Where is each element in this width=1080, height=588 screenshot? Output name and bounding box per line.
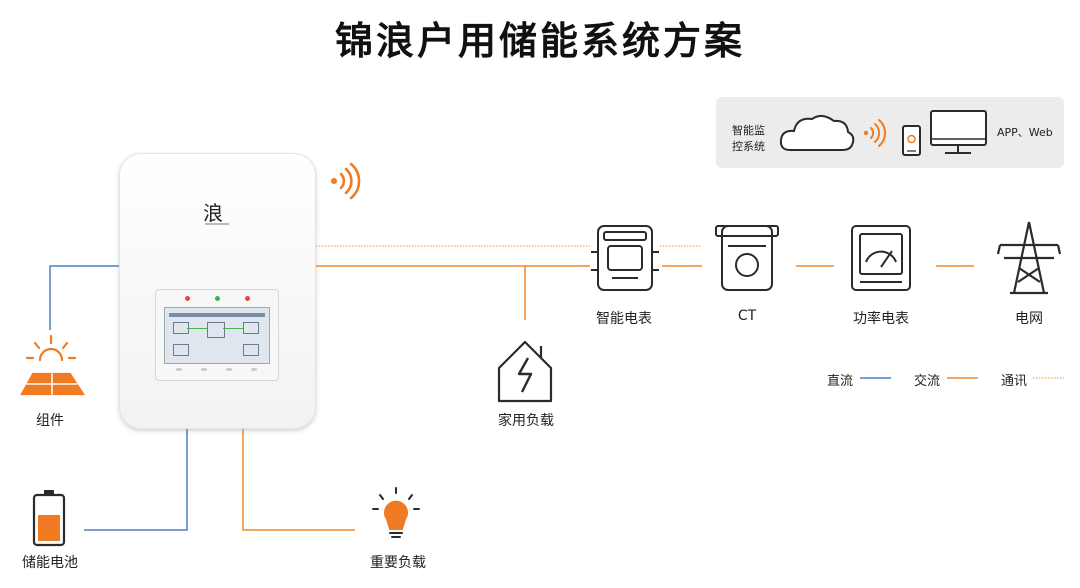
dc-line-pv bbox=[49, 265, 119, 330]
ac-line-backup-load bbox=[242, 429, 355, 531]
app-web-label: APP、Web bbox=[997, 126, 1053, 139]
smart-meter-icon bbox=[591, 225, 659, 291]
dc-line-battery bbox=[84, 429, 188, 531]
wifi-signal-icon bbox=[863, 119, 886, 147]
cloud-icon bbox=[779, 115, 855, 151]
power-meter-label: 功率电表 bbox=[853, 311, 909, 327]
wifi-signal-icon bbox=[331, 162, 361, 200]
hybrid-inverter: 浪 bbox=[119, 153, 316, 429]
ct-sensor-icon bbox=[715, 225, 779, 291]
grid-label: 电网 bbox=[1015, 311, 1043, 327]
brand-subtext-line bbox=[205, 223, 229, 225]
home-load-label: 家用负载 bbox=[498, 413, 554, 429]
pv-label: 组件 bbox=[36, 413, 64, 429]
legend-ac-label: 交流 bbox=[914, 374, 941, 389]
legend-dc-label: 直流 bbox=[827, 374, 854, 389]
light-bulb-icon bbox=[372, 487, 420, 538]
pv-module-icon bbox=[20, 334, 86, 396]
backup-load-label: 重要负载 bbox=[370, 555, 426, 571]
inverter-screen bbox=[155, 289, 279, 381]
lcd-display bbox=[164, 307, 270, 364]
legend-comm-label: 通讯 bbox=[1001, 374, 1028, 389]
status-led-red-2 bbox=[245, 296, 250, 301]
battery-icon bbox=[32, 490, 66, 547]
brand-logo: 浪 bbox=[203, 201, 223, 225]
monitoring-label-line2: 控系统 bbox=[732, 140, 765, 153]
status-led-red bbox=[185, 296, 190, 301]
power-meter-icon bbox=[851, 225, 911, 291]
battery-label: 储能电池 bbox=[22, 555, 78, 571]
smartphone-icon bbox=[902, 125, 921, 156]
monitoring-system-panel bbox=[716, 97, 1064, 168]
ct-label: CT bbox=[737, 308, 757, 324]
monitor-icon bbox=[930, 110, 987, 154]
page-title: 锦浪户用储能系统方案 bbox=[334, 19, 745, 63]
monitoring-label-line1: 智能监 bbox=[732, 124, 765, 137]
ac-line-home-load bbox=[316, 265, 526, 320]
home-load-icon bbox=[497, 340, 553, 403]
smart-meter-label: 智能电表 bbox=[596, 311, 652, 327]
grid-tower-icon bbox=[996, 221, 1062, 295]
status-led-green bbox=[215, 296, 220, 301]
